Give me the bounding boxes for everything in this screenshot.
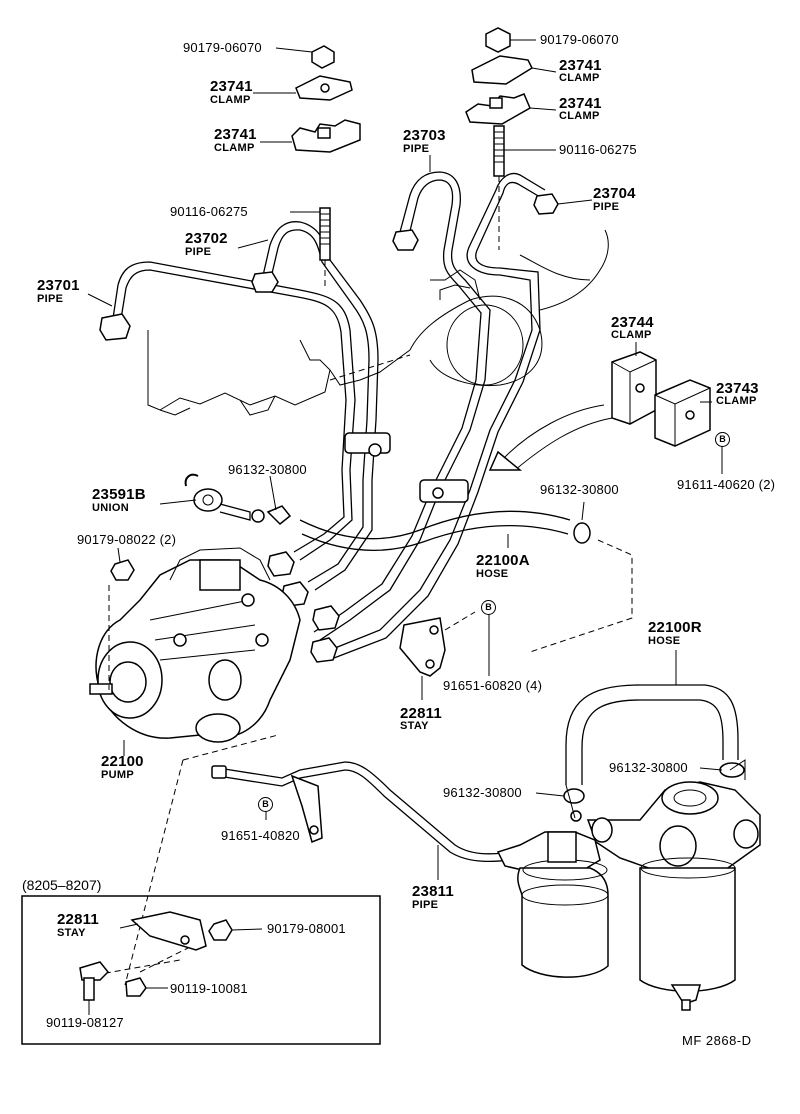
studs <box>319 125 505 290</box>
injection-pump-22100 <box>89 547 301 743</box>
label-pump-22100-part: 22100 <box>101 753 144 770</box>
label-nut-90179-08022: 90179-08022 (2) <box>77 532 177 547</box>
hose-22100a <box>266 505 591 552</box>
label-bolt-91651-40820: 91651-40820 <box>221 828 300 843</box>
label-inset-stay-part: 22811 <box>57 911 99 928</box>
label-pipe-23811-part: 23811 <box>412 883 454 900</box>
label-clamp-4-part: 23741 <box>559 95 602 112</box>
label-clamp-3-part: 23741 <box>559 57 602 74</box>
label-clamp-2-part: 23741 <box>214 126 257 143</box>
label-pipe-23702-name: PIPE <box>185 246 212 258</box>
label-clamp-1-part: 23741 <box>210 78 253 95</box>
dashed-leaders <box>94 539 633 986</box>
bolt-badge-b: B <box>715 432 730 447</box>
clamp-23744-23743 <box>488 351 729 471</box>
top-left-hardware <box>291 45 361 153</box>
label-hose-22100a-part: 22100A <box>476 552 530 569</box>
label-hose-22100a-name: HOSE <box>476 568 509 580</box>
label-stud-left: 90116-06275 <box>170 204 248 219</box>
label-pipe-23704-part: 23704 <box>593 185 636 202</box>
label-stud-right: 90116-06275 <box>559 142 637 157</box>
label-inset-nut: 90179-08001 <box>267 921 346 936</box>
bolt-badge-b: B <box>481 600 496 615</box>
hose-22100r <box>563 684 745 804</box>
label-pipe-23703-name: PIPE <box>403 143 430 155</box>
union-23591b <box>184 473 265 523</box>
label-stay-22811-name: STAY <box>400 720 429 732</box>
label-nut-top-left: 90179-06070 <box>183 40 262 55</box>
label-clamp-23744-name: CLAMP <box>611 329 652 341</box>
label-clip-96132-a: 96132-30800 <box>228 462 307 477</box>
label-nut-top-right: 90179-06070 <box>540 32 619 47</box>
label-pipe-23701-name: PIPE <box>37 293 64 305</box>
fuel-filter-assembly <box>496 759 761 1011</box>
pipe-clamp-blocks <box>344 432 469 503</box>
label-pipe-23811-name: PIPE <box>412 899 439 911</box>
label-pipe-23702-part: 23702 <box>185 230 228 247</box>
label-pump-22100-name: PUMP <box>101 769 134 781</box>
label-clamp-23744-part: 23744 <box>611 314 654 331</box>
bolt-badge-b: B <box>258 797 273 812</box>
label-inset-stay-name: STAY <box>57 927 86 939</box>
inset-range-label: (8205–8207) <box>22 877 102 893</box>
inset-panel <box>21 895 381 1045</box>
label-clamp-23743-part: 23743 <box>716 380 759 397</box>
label-bolt-91611: 91611-40620 (2) <box>677 477 776 492</box>
label-stay-22811-part: 22811 <box>400 705 442 722</box>
label-bolt-91651-60820: 91651-60820 (4) <box>443 678 543 693</box>
label-pipe-23701-part: 23701 <box>37 277 80 294</box>
label-pipe-23704-name: PIPE <box>593 201 620 213</box>
label-inset-bolt-b: 90119-08127 <box>46 1015 124 1030</box>
reference-code: MF 2868-D <box>682 1033 752 1048</box>
label-clip-96132-b: 96132-30800 <box>540 482 619 497</box>
label-clamp-23743-name: CLAMP <box>716 395 757 407</box>
label-clamp-2-name: CLAMP <box>214 142 255 154</box>
label-hose-22100r-part: 22100R <box>648 619 702 636</box>
top-right-hardware <box>465 27 533 125</box>
label-hose-22100r-name: HOSE <box>648 635 681 647</box>
label-clip-96132-c: 96132-30800 <box>609 760 688 775</box>
label-union-23591b-name: UNION <box>92 502 129 514</box>
label-clamp-4-name: CLAMP <box>559 110 600 122</box>
label-pipe-23703-part: 23703 <box>403 127 446 144</box>
label-clip-96132-d: 96132-30800 <box>443 785 522 800</box>
label-union-23591b-part: 23591B <box>92 486 146 503</box>
label-clamp-1-name: CLAMP <box>210 94 251 106</box>
stay-22811 <box>399 611 476 677</box>
label-inset-bolt-a: 90119-10081 <box>170 981 248 996</box>
label-clamp-3-name: CLAMP <box>559 72 600 84</box>
label-leaders <box>87 39 723 1015</box>
